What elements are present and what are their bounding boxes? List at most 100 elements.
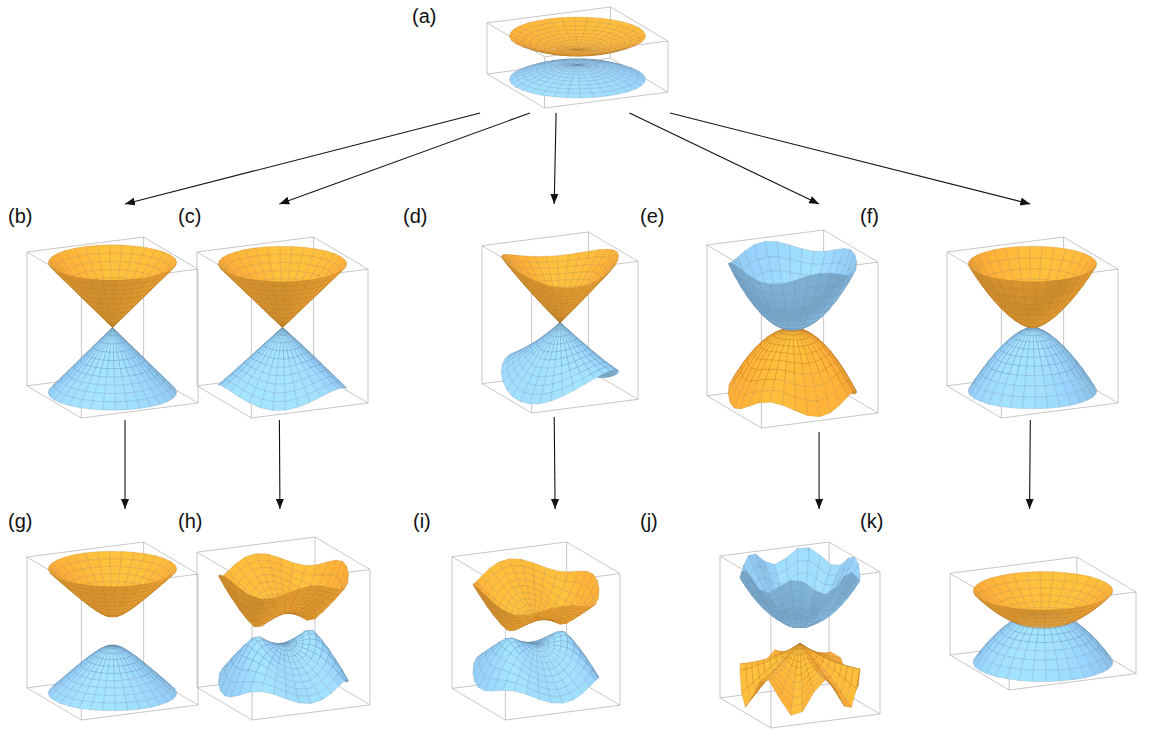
band-facet [113, 328, 119, 335]
box-edge [482, 232, 588, 246]
band-facet [284, 290, 294, 295]
band-facet [578, 72, 584, 75]
band-facet [542, 52, 556, 54]
band-facet [282, 328, 283, 336]
band-facet [114, 289, 124, 294]
band-facet [95, 385, 106, 394]
band-facet [283, 328, 288, 335]
band-facet [283, 343, 287, 351]
band-facet [580, 85, 591, 89]
band-facet [578, 49, 584, 50]
band-facet [278, 322, 282, 327]
band-facet [113, 313, 117, 318]
band-facet [280, 314, 284, 319]
band-facet [111, 336, 114, 344]
band-facet [583, 64, 590, 65]
band-facet [79, 400, 93, 410]
band-facet [115, 393, 127, 402]
band-facet [269, 254, 281, 263]
band-facet [580, 54, 594, 55]
band-facet [112, 328, 113, 336]
band-facet [635, 39, 645, 45]
band-facet [109, 323, 112, 328]
band-facet [275, 384, 285, 393]
panel-label: (c) [178, 205, 201, 227]
band-facet [572, 64, 578, 65]
band-facet [100, 261, 110, 270]
band-facet [249, 395, 263, 408]
band-facet [283, 351, 288, 359]
band-facet [99, 299, 107, 304]
band-facet [273, 401, 286, 410]
panel-label: (a) [412, 5, 436, 27]
band-facet [567, 93, 580, 98]
band-facet [99, 368, 107, 377]
band-facet [103, 402, 116, 410]
box-edge [482, 246, 532, 275]
box-edge [610, 58, 668, 92]
band-facet [260, 399, 273, 410]
band-facet [104, 285, 115, 290]
band-facet [578, 65, 582, 67]
band-facet [109, 309, 114, 314]
band-facet [578, 69, 582, 72]
band-facet [511, 40, 522, 45]
band-facet [572, 48, 578, 49]
band-facet [93, 393, 105, 402]
band-facet [109, 352, 114, 360]
band-facet [579, 78, 587, 82]
band-facet [592, 53, 606, 55]
panel: (a) [412, 5, 674, 113]
band-facet [111, 270, 120, 278]
band-facet [113, 328, 116, 336]
band-facet [576, 50, 577, 52]
band-facet [280, 262, 290, 270]
band-facet [575, 65, 577, 67]
band-structure-plot [480, 230, 640, 415]
band-facet [114, 294, 123, 299]
band-facet [283, 328, 289, 335]
band-facet [276, 376, 285, 385]
band-facet [125, 392, 137, 401]
band-facet [114, 369, 122, 378]
band-facet [122, 376, 132, 385]
band-facet [114, 360, 121, 368]
band-facet [563, 22, 575, 27]
band-facet [283, 328, 287, 335]
band-facet [592, 92, 606, 98]
band-facet [558, 46, 566, 48]
band-facet [285, 281, 298, 286]
band-facet [90, 401, 103, 410]
band-facet [283, 322, 288, 327]
band-facet [126, 279, 139, 285]
band-facet [280, 323, 282, 328]
band-facet [105, 290, 115, 295]
panel: (d) [403, 205, 643, 417]
band-facet [90, 279, 103, 285]
band-facet [283, 314, 287, 319]
band-facet [575, 17, 588, 22]
band-facet [115, 401, 128, 410]
band-facet [630, 42, 642, 47]
band-facet [580, 93, 594, 98]
band-facet [113, 328, 117, 336]
band-facet [584, 48, 591, 49]
band-facet [106, 377, 115, 385]
band-facet [113, 336, 116, 344]
band-facet [107, 299, 115, 304]
band-facet [162, 269, 173, 278]
band-structure-plot [485, 5, 670, 110]
band-facet [572, 65, 577, 67]
band-facet [282, 323, 283, 328]
band-facet [113, 322, 117, 327]
arrow-connector [554, 113, 556, 204]
band-facet [109, 328, 112, 336]
band-facet [280, 254, 291, 262]
band-facet [284, 366, 292, 375]
band-facet [281, 335, 284, 343]
band-structure-plot [195, 235, 370, 420]
band-facet [273, 281, 286, 286]
band-facet [114, 377, 123, 386]
band-facet [123, 384, 134, 393]
band-facet [570, 81, 579, 85]
